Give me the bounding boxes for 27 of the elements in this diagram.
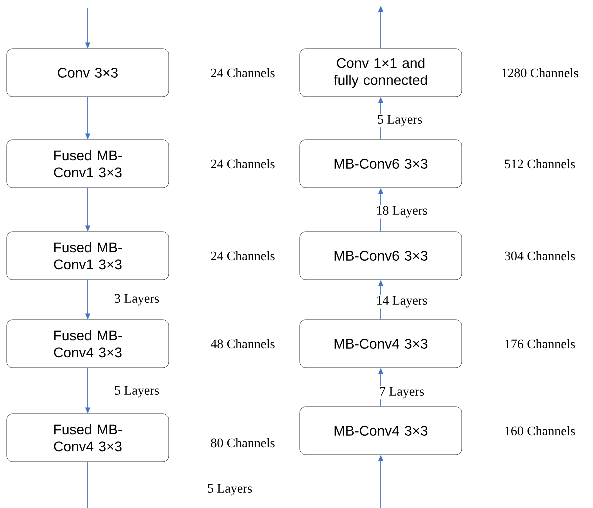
channel-label: 512 Channels [505, 159, 576, 169]
process-box: Fused MB-Conv4 3×3 [6, 320, 170, 368]
text-label: 24 Channels [211, 251, 275, 261]
edge-label: 14 Layers [377, 296, 428, 308]
process-box: MB-Conv6 3×3 [300, 140, 462, 188]
process-box: MB-Conv4 3×3 [300, 406, 462, 456]
process-box: Conv 1×1 and fully connected [300, 48, 462, 98]
text-label: 5 Layers [208, 484, 252, 496]
channel-label: 1280 Channels [502, 68, 578, 78]
channel-label: 304 Channels [505, 251, 576, 261]
process-box: MB-Conv6 3×3 [300, 232, 462, 280]
text-label: 80 Channels [211, 438, 275, 448]
channel-label: 160 Channels [506, 426, 576, 436]
process-box: Fused MB-Conv4 3×3 [6, 414, 170, 462]
text-label: 24 Channels [211, 68, 275, 78]
process-box: MB-Conv4 3×3 [300, 320, 462, 368]
edge-label: 7 Layers [380, 387, 424, 399]
process-box: Conv 3×3 [6, 48, 170, 98]
edge-label: 5 Layers [378, 115, 422, 127]
process-box: Fused MB-Conv1 3×3 [6, 140, 170, 188]
edge-label: 3 Layers [115, 294, 160, 306]
edge-label: 5 Layers [115, 386, 160, 398]
process-box: Fused MB-Conv1 3×3 [6, 232, 170, 280]
text-label: 48 Channels [210, 339, 275, 349]
edge-label: 18 Layers [377, 206, 428, 218]
text-label: 24 Channels [211, 159, 275, 169]
channel-label: 176 Channels [506, 339, 576, 349]
